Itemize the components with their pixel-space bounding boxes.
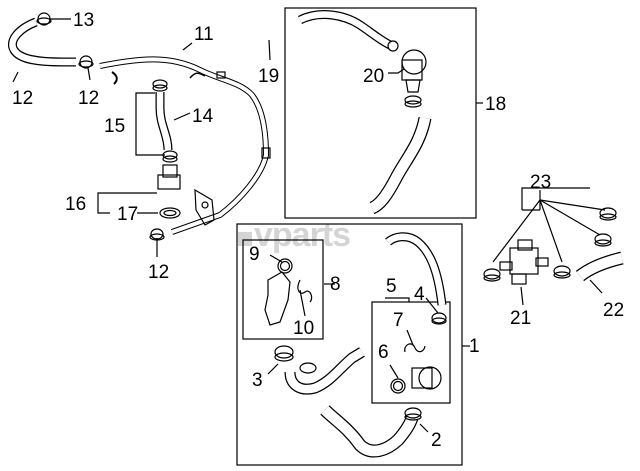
callout-2: 2 <box>431 430 442 451</box>
callout-17: 16 <box>65 194 86 215</box>
callout-8: 8 <box>330 274 341 295</box>
group-box-1 <box>236 223 463 466</box>
callout-1: 1 <box>469 336 480 357</box>
callout-20: 19 <box>258 66 279 87</box>
watermark-logo: vparts <box>238 216 351 255</box>
callout-15: 14 <box>192 106 214 127</box>
group-box-19 <box>284 7 477 219</box>
callout-12-top: 12 <box>78 88 99 109</box>
callout-18: 17 <box>117 204 138 225</box>
callout-3: 3 <box>252 370 263 391</box>
callout-4: 4 <box>414 284 425 305</box>
callout-21: 20 <box>363 66 384 87</box>
callout-10: 10 <box>293 318 314 339</box>
callout-14: 13 <box>73 10 94 31</box>
callout-13: 12 <box>12 88 33 109</box>
callout-19: 18 <box>485 94 506 115</box>
callout-9: 9 <box>249 244 260 265</box>
group-box-8 <box>242 239 324 340</box>
callout-22: 21 <box>510 308 531 329</box>
callout-12-bottom: 12 <box>148 262 169 283</box>
callout-23: 22 <box>603 300 624 321</box>
callout-5: 5 <box>386 276 397 297</box>
callout-7: 7 <box>393 310 404 331</box>
callout-24: 23 <box>530 172 551 193</box>
callout-16: 15 <box>104 116 125 137</box>
group-box-5 <box>371 301 451 404</box>
callout-6: 6 <box>378 342 389 363</box>
callout-11: 11 <box>194 24 214 45</box>
